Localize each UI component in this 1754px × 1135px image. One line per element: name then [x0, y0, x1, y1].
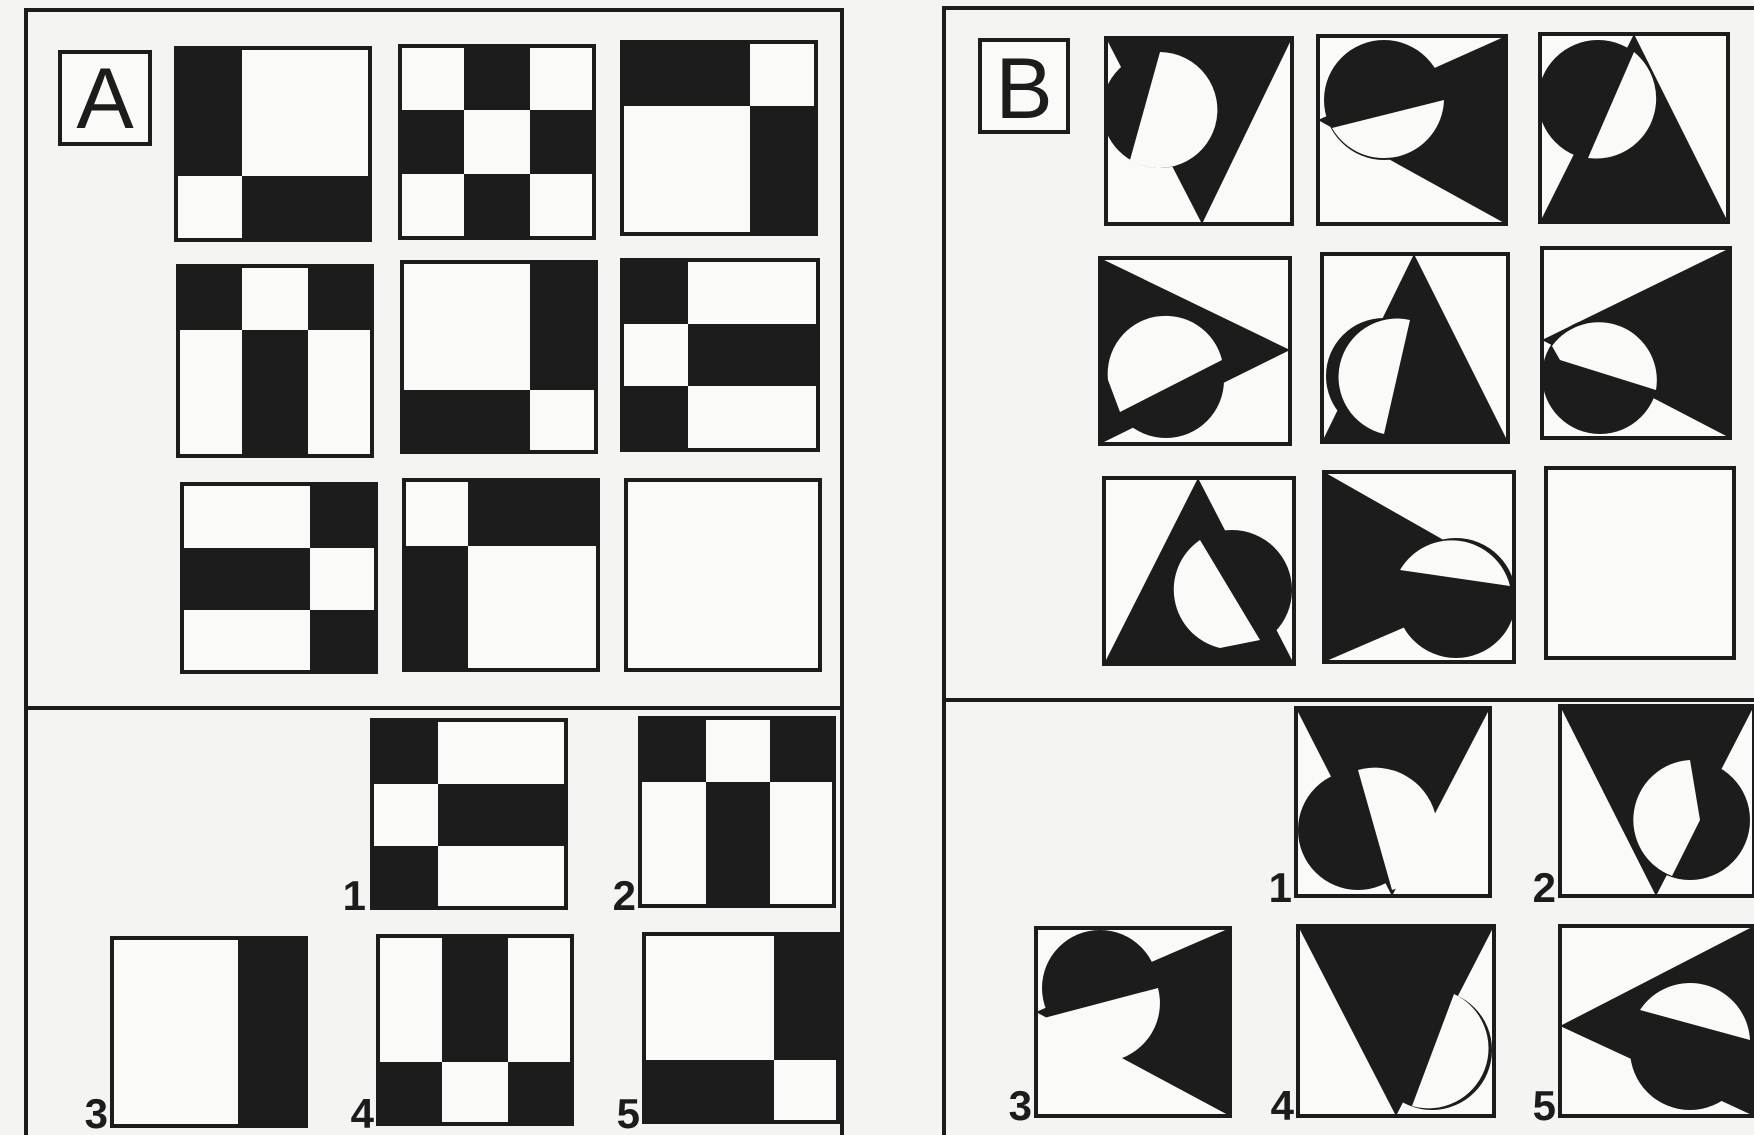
a-option-5[interactable] [644, 934, 838, 1122]
b-option-4[interactable] [1298, 926, 1494, 1116]
a-option-2[interactable] [640, 718, 834, 906]
b-option-1-number: 1 [1269, 864, 1292, 911]
a-cell-8 [404, 480, 598, 670]
b-option-5-number: 5 [1533, 1082, 1556, 1129]
b-cell-3 [1538, 34, 1728, 222]
a-cell-6 [622, 260, 818, 450]
b-option-5[interactable] [1560, 926, 1754, 1116]
b-option-1[interactable] [1296, 708, 1490, 896]
a-option-3[interactable] [112, 938, 306, 1126]
b-option-2-number: 2 [1533, 864, 1556, 911]
b-option-2[interactable] [1560, 706, 1754, 896]
a-option-1-number: 1 [343, 872, 366, 919]
a-option-2-number: 2 [613, 872, 636, 919]
b-cell-7 [1104, 478, 1294, 664]
a-option-3-number: 3 [85, 1090, 108, 1135]
a-cell-9-blank [626, 480, 820, 670]
a-cell-7 [182, 484, 376, 672]
panel-b-tag: B [980, 40, 1068, 137]
b-cell-4 [1100, 258, 1290, 444]
b-cell-2 [1318, 36, 1506, 224]
a-option-5-number: 5 [617, 1090, 640, 1135]
b-cell-5 [1322, 254, 1508, 442]
panel-a-tag: A [60, 51, 150, 147]
panel-b-label: B [995, 41, 1052, 137]
a-cell-3 [622, 42, 816, 234]
panel-a-label: A [76, 51, 134, 147]
panel-b-options: 1 2 3 4 [1009, 706, 1754, 1129]
a-option-4[interactable] [378, 936, 572, 1124]
a-option-1[interactable] [372, 720, 566, 908]
b-option-4-number: 4 [1271, 1082, 1295, 1129]
panel-a-options: 1 2 3 4 5 [85, 718, 838, 1135]
a-cell-1 [176, 48, 370, 240]
b-cell-1 [1102, 38, 1292, 224]
b-option-3-number: 3 [1009, 1082, 1032, 1129]
a-cell-4 [178, 266, 372, 456]
a-cell-2 [400, 46, 594, 238]
a-cell-5 [402, 262, 596, 452]
panel-a-matrix [176, 42, 820, 672]
b-cell-6 [1542, 248, 1730, 438]
panel-b-matrix [1100, 34, 1734, 664]
b-cell-9-blank [1546, 468, 1734, 658]
b-option-3[interactable] [1036, 928, 1230, 1116]
b-cell-8 [1324, 472, 1516, 662]
a-option-4-number: 4 [351, 1090, 375, 1135]
